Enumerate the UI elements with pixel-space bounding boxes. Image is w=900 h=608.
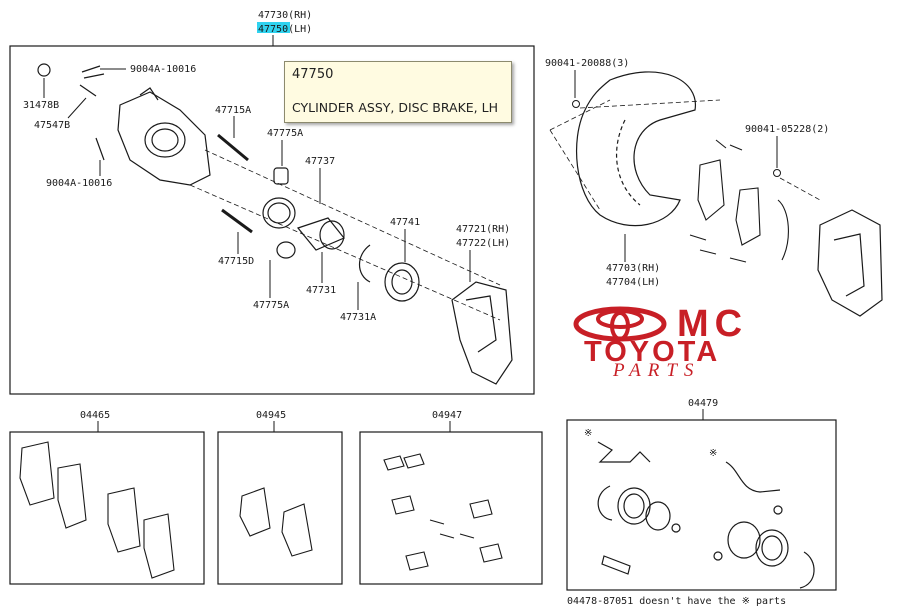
callout-47730[interactable]: 47730(RH) <box>258 10 312 21</box>
callout-90041-05228[interactable]: 90041-05228(2) <box>745 124 829 135</box>
clips-drawing <box>383 453 503 571</box>
tooltip-part-number: 47750 <box>292 67 334 82</box>
callout-47704[interactable]: 47704(LH) <box>606 277 660 288</box>
shims-drawing <box>239 487 313 557</box>
callout-47750[interactable]: 47750(LH) <box>258 24 312 35</box>
screw-icon <box>572 100 580 108</box>
callout-47737[interactable]: 47737 <box>305 156 335 167</box>
callout-47731a[interactable]: 47731A <box>340 312 376 323</box>
dust-cover-dashed-lines <box>549 99 821 211</box>
bolts-drawing <box>37 63 253 234</box>
callout-47722[interactable]: 47722(LH) <box>456 238 510 249</box>
callout-47775a-top[interactable]: 47775A <box>267 128 303 139</box>
callout-47703[interactable]: 47703(RH) <box>606 263 660 274</box>
brake-pads-drawing <box>19 441 175 579</box>
boot-seal-piston-drawing <box>262 167 420 302</box>
kit-box-04465[interactable] <box>9 431 205 585</box>
screw-icon <box>773 169 781 177</box>
logo-tagline: PARTS <box>613 360 701 381</box>
caliper-group-box <box>9 45 535 395</box>
callout-31478b[interactable]: 31478B <box>23 100 59 111</box>
callout-47715a[interactable]: 47715A <box>215 105 251 116</box>
kit-label-04479[interactable]: 04479 <box>688 398 718 409</box>
kit-label-04465[interactable]: 04465 <box>80 410 110 421</box>
logo-name: TOYOTA <box>584 336 721 368</box>
pad-and-clip-drawing <box>689 139 789 263</box>
callout-9004a-10016-bottom[interactable]: 9004A-10016 <box>46 178 112 189</box>
tooltip-description: CYLINDER ASSY, DISC BRAKE, LH <box>292 100 498 115</box>
callout-47741[interactable]: 47741 <box>390 217 420 228</box>
mounting-bracket-drawing[interactable] <box>451 281 513 385</box>
highlight-47750 <box>257 22 290 33</box>
right-bracket-drawing[interactable] <box>817 209 883 317</box>
svg-text:※: ※ <box>584 428 592 439</box>
callout-47721[interactable]: 47721(RH) <box>456 224 510 235</box>
callout-47731[interactable]: 47731 <box>306 285 336 296</box>
part-tooltip: 47750 CYLINDER ASSY, DISC BRAKE, LH <box>284 61 512 123</box>
callout-90041-20088[interactable]: 90041-20088(3) <box>545 58 629 69</box>
dashed-assembly-lines <box>189 149 501 321</box>
kit-box-04479[interactable] <box>566 419 837 591</box>
kit-box-04945[interactable] <box>217 431 343 585</box>
callout-47715d[interactable]: 47715D <box>218 256 254 267</box>
kit-footnote: 04478-87051 doesn't have the ※ parts <box>567 596 787 607</box>
kit-box-04947[interactable] <box>359 431 543 585</box>
dust-cover-drawing[interactable] <box>575 71 696 227</box>
callout-9004a-10016-top[interactable]: 9004A-10016 <box>130 64 196 75</box>
seal-kit-drawing: ※ ※ <box>584 428 815 589</box>
callout-47775a-bottom[interactable]: 47775A <box>253 300 289 311</box>
leader <box>67 97 87 119</box>
kit-label-04947[interactable]: 04947 <box>432 410 462 421</box>
logo-brand: MC <box>677 303 749 345</box>
toyota-emblem-logo <box>573 306 667 342</box>
kit-label-04945[interactable]: 04945 <box>256 410 286 421</box>
callout-47547b[interactable]: 47547B <box>34 120 70 131</box>
svg-text:※: ※ <box>709 448 717 459</box>
caliper-body-drawing[interactable] <box>117 87 211 186</box>
